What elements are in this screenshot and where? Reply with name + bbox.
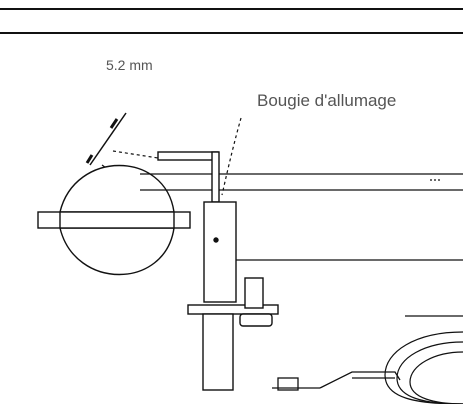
- support-rails: [140, 173, 463, 261]
- gap-measurement-label: 5.2 mm: [106, 57, 153, 73]
- mounting-bracket: [187, 277, 279, 391]
- spark-plug-leader-line: [221, 117, 242, 196]
- spark-plug: [157, 151, 237, 303]
- gap-dimension-marks: [85, 112, 159, 186]
- ignition-wire: [272, 371, 401, 391]
- top-frame-lines: [0, 8, 463, 34]
- gas-valve-coil: [384, 315, 463, 404]
- spark-plug-label: Bougie d'allumage: [257, 91, 396, 110]
- burner-head: [37, 165, 191, 275]
